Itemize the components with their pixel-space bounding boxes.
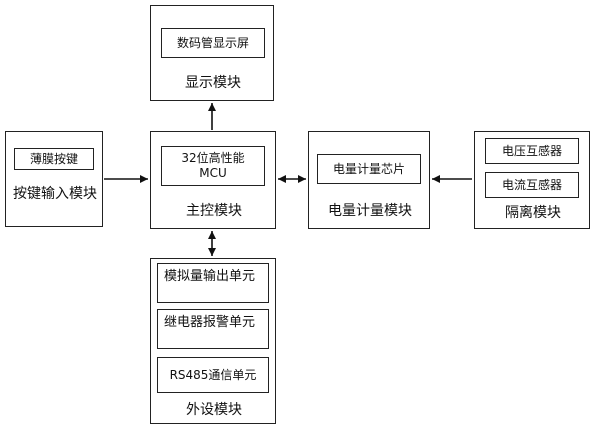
- rs485-box: RS485通信单元: [157, 357, 269, 393]
- rs485-label: RS485通信单元: [169, 367, 257, 382]
- energy-metering-module: 电量计量芯片 电量计量模块: [308, 131, 430, 229]
- key-input-module-label: 按键输入模块: [13, 186, 97, 202]
- relay-alarm-box: 继电器报警单元: [157, 309, 269, 349]
- peripheral-module-label: 外设模块: [186, 402, 242, 418]
- mcu-label-line1: 32位高性能: [181, 151, 245, 165]
- membrane-key-label: 薄膜按键: [29, 151, 78, 166]
- isolation-module-label: 隔离模块: [505, 205, 561, 221]
- display-module-label: 显示模块: [185, 75, 241, 91]
- energy-metering-module-label: 电量计量模块: [328, 203, 412, 219]
- analog-output-box: 模拟量输出单元: [157, 263, 269, 303]
- mcu-label-line2: MCU: [199, 166, 227, 180]
- main-control-module-label: 主控模块: [186, 203, 242, 219]
- voltage-transformer-box: 电压互感器: [485, 138, 579, 164]
- voltage-transformer-label: 电压互感器: [501, 143, 562, 158]
- mcu-box: 32位高性能 MCU: [161, 146, 265, 186]
- membrane-key-box: 薄膜按键: [14, 148, 94, 170]
- display-screen-box: 数码管显示屏: [161, 28, 265, 58]
- isolation-module: 电压互感器 电流互感器 隔离模块: [474, 131, 590, 229]
- key-input-module: 薄膜按键 按键输入模块: [5, 131, 103, 227]
- energy-chip-box: 电量计量芯片: [317, 154, 421, 184]
- main-control-module: 32位高性能 MCU 主控模块: [150, 131, 276, 229]
- display-module: 数码管显示屏 显示模块: [150, 5, 274, 101]
- current-transformer-label: 电流互感器: [501, 177, 562, 192]
- energy-chip-label: 电量计量芯片: [332, 161, 405, 176]
- current-transformer-box: 电流互感器: [485, 172, 579, 198]
- relay-alarm-label: 继电器报警单元: [164, 315, 256, 330]
- analog-output-label: 模拟量输出单元: [164, 269, 256, 284]
- peripheral-module: 模拟量输出单元 继电器报警单元 RS485通信单元 外设模块: [150, 258, 276, 424]
- display-screen-label: 数码管显示屏: [176, 35, 249, 50]
